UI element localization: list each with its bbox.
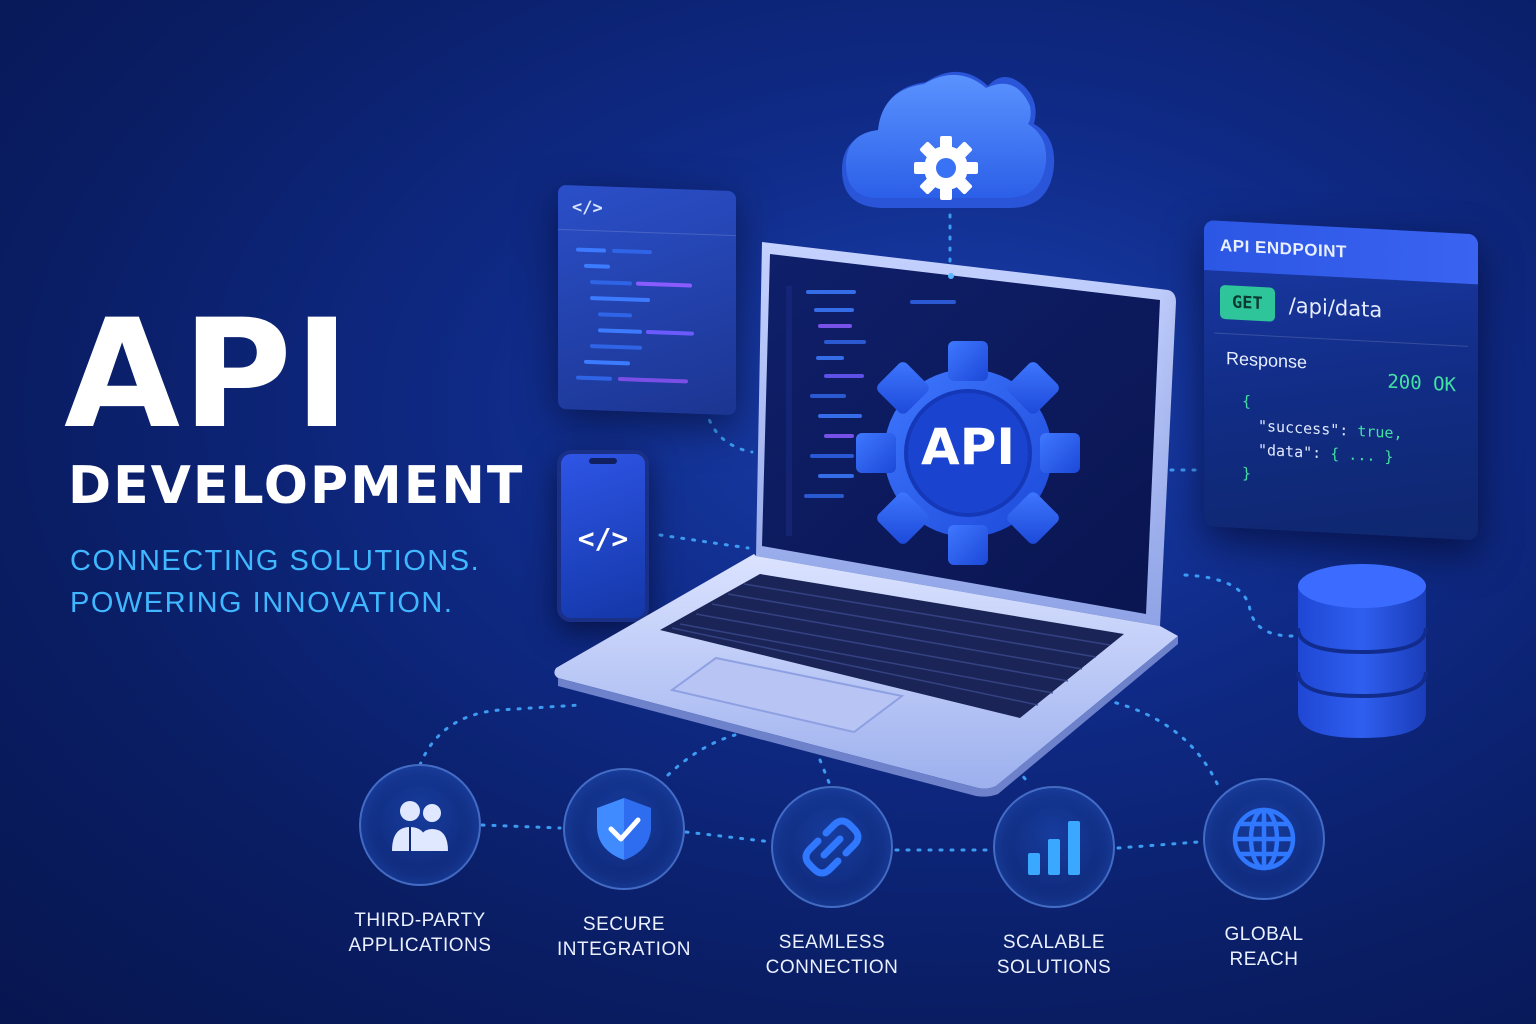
feature-label: GLOBAL REACH	[1174, 922, 1354, 972]
feature-global-reach: GLOBAL REACH	[1174, 778, 1354, 972]
code-icon: </>	[577, 522, 629, 555]
json-val-success: true,	[1357, 422, 1403, 443]
headline-block: API DEVELOPMENT CONNECTING SOLUTIONS. PO…	[64, 300, 524, 624]
link-globe	[1103, 698, 1222, 792]
feature-label: SECURE INTEGRATION	[534, 912, 714, 962]
http-method-badge: GET	[1220, 284, 1275, 322]
link-chain	[818, 758, 832, 787]
endpoint-path: /api/data	[1288, 293, 1383, 323]
api-gear-icon	[856, 341, 1080, 565]
link-icon	[802, 817, 862, 877]
tagline-line-2: POWERING INNOVATION.	[70, 587, 454, 619]
feature-third-party-applications: THIRD-PARTY APPLICATIONS	[330, 764, 510, 958]
mobile-phone: </>	[557, 450, 649, 622]
feature-circle	[771, 786, 893, 908]
json-open-brace: {	[1242, 391, 1252, 411]
link-row-4	[1116, 840, 1200, 850]
database-icon	[1296, 564, 1428, 738]
response-json: { "success": true, "data": { ... } }	[1204, 383, 1478, 497]
json-close-brace: }	[1242, 463, 1252, 483]
page-title: API	[64, 288, 352, 462]
status-badge: 200 OK	[1387, 370, 1456, 397]
feature-scalable-solutions: SCALABLE SOLUTIONS	[964, 786, 1144, 980]
api-endpoint-card: API ENDPOINT GET /api/data Response 200 …	[1204, 220, 1478, 541]
feature-label-line1: SEAMLESS	[778, 932, 886, 953]
feature-circle	[1203, 778, 1325, 900]
code-window-titlebar: </>	[558, 184, 736, 237]
phone-notch	[589, 458, 617, 464]
shield-check-icon	[597, 798, 651, 860]
laptop-api-label: API	[921, 418, 1015, 476]
feature-label-line2: CONNECTION	[765, 957, 899, 978]
json-key-success: "success":	[1258, 416, 1349, 440]
response-label: Response	[1226, 348, 1308, 373]
feature-circle	[563, 768, 685, 890]
feature-label-line1: SCALABLE	[1002, 932, 1106, 953]
link-row-2	[684, 830, 774, 844]
link-row-1	[480, 823, 562, 830]
tagline: CONNECTING SOLUTIONS. POWERING INNOVATIO…	[70, 540, 524, 624]
feature-label-line1: THIRD-PARTY	[354, 910, 486, 931]
link-users	[418, 703, 582, 767]
feature-label-line2: SOLUTIONS	[996, 957, 1112, 978]
globe-icon	[1232, 807, 1296, 871]
feature-label: SEAMLESS CONNECTION	[742, 930, 922, 980]
link-laptop-db	[1183, 573, 1294, 638]
json-val-data: { ... }	[1330, 444, 1394, 466]
feature-seamless-connection: SEAMLESS CONNECTION	[742, 786, 922, 980]
page-subtitle: DEVELOPMENT	[68, 456, 525, 516]
users-icon	[392, 801, 448, 851]
feature-label: THIRD-PARTY APPLICATIONS	[330, 908, 510, 958]
json-key-data: "data":	[1258, 440, 1322, 463]
feature-label-line2: REACH	[1229, 949, 1299, 970]
feature-circle	[359, 764, 481, 886]
laptop: API	[548, 238, 1188, 798]
bar-chart-icon	[1028, 821, 1080, 875]
feature-label-line1: SECURE	[582, 914, 666, 935]
laptop-illustration	[554, 242, 1178, 797]
code-icon: </>	[572, 197, 603, 219]
feature-label-line2: INTEGRATION	[557, 939, 691, 960]
feature-label: SCALABLE SOLUTIONS	[964, 930, 1144, 980]
feature-label-line1: GLOBAL	[1224, 924, 1304, 945]
feature-label-line2: APPLICATIONS	[348, 935, 492, 956]
feature-secure-integration: SECURE INTEGRATION	[534, 768, 714, 962]
cloud-gear-icon	[842, 71, 1055, 209]
link-code-laptop	[704, 408, 754, 454]
tagline-line-1: CONNECTING SOLUTIONS.	[70, 545, 481, 577]
link-phone-laptop	[658, 533, 750, 550]
feature-circle	[993, 786, 1115, 908]
